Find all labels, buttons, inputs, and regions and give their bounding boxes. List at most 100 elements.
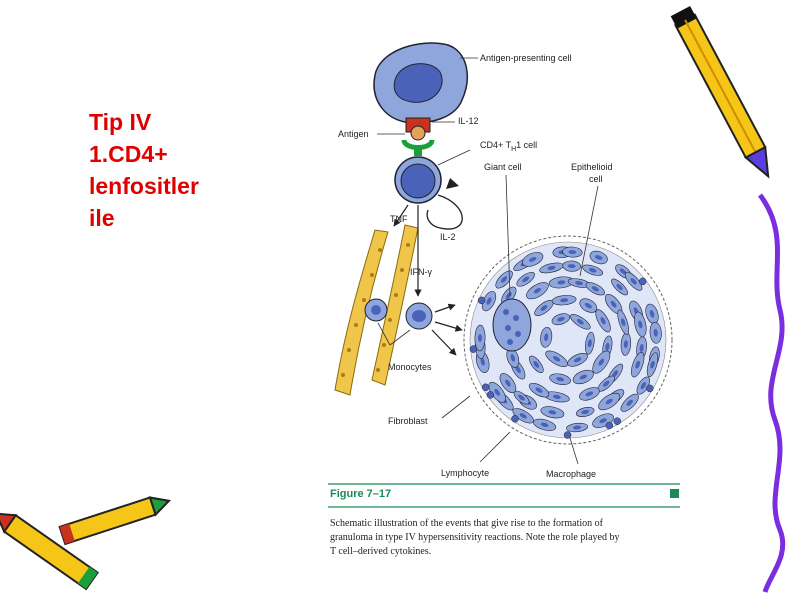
granuloma	[463, 235, 673, 445]
label-antigen: Antigen	[338, 129, 369, 139]
label-ifn: IFN-γ	[410, 267, 432, 277]
cell-nucleus	[635, 360, 641, 369]
lymphocyte	[477, 296, 486, 305]
lymphocyte	[469, 345, 478, 353]
cell-nucleus	[547, 265, 556, 271]
cell-nucleus	[560, 298, 569, 303]
cell-nucleus	[567, 264, 576, 269]
cell-nucleus	[610, 300, 617, 308]
cell-nucleus	[576, 319, 584, 325]
lymphocyte	[563, 431, 572, 439]
cell-nucleus	[480, 357, 485, 366]
lymphocyte	[605, 421, 614, 430]
label-monocytes: Monocytes	[388, 362, 432, 372]
cell-nucleus	[640, 382, 646, 390]
label-macrophage: Macrophage	[546, 469, 596, 479]
cell-nucleus	[587, 339, 592, 348]
slide-title: Tip IV 1.CD4+ lenfositler ile	[89, 106, 289, 234]
wavy-line-decoration	[757, 193, 786, 593]
cell-nucleus	[533, 361, 540, 368]
cell-nucleus	[579, 374, 588, 380]
cell-nucleus	[553, 356, 561, 362]
cell-nucleus	[533, 287, 541, 294]
cell-nucleus	[505, 379, 511, 387]
lymphocyte	[481, 383, 490, 392]
cell-nucleus	[581, 409, 590, 415]
cell-nucleus	[591, 286, 599, 292]
cell-nucleus	[598, 358, 605, 366]
cell-nucleus	[588, 267, 597, 273]
cell-nucleus	[510, 354, 516, 362]
giant-cell	[492, 298, 532, 352]
cell-nucleus	[594, 255, 603, 260]
cell-nucleus	[518, 394, 525, 401]
crayon-icon	[0, 512, 99, 591]
cell-nucleus	[515, 365, 521, 374]
label-lymphocyte: Lymphocyte	[441, 468, 489, 478]
cell-nucleus	[620, 318, 626, 327]
label-cd4-main: CD4+ T	[480, 140, 512, 150]
cell-nucleus	[540, 422, 549, 428]
cell-nucleus	[623, 340, 628, 349]
cell-nucleus	[653, 328, 658, 337]
cell-nucleus	[548, 410, 557, 415]
il2-loop-arrow	[426, 194, 463, 230]
caption-line: T cell–derived cytokines.	[330, 546, 431, 557]
migration-arrow	[431, 329, 457, 356]
cell-nucleus	[528, 256, 537, 262]
cell-nucleus	[605, 342, 610, 351]
il2-arrowhead	[446, 178, 459, 189]
cell-nucleus	[612, 370, 619, 378]
cell-nucleus	[602, 380, 610, 387]
leader-line	[437, 149, 471, 166]
caption-line: granuloma in type IV hypersensitivity re…	[330, 532, 619, 543]
cell-nucleus	[573, 425, 582, 430]
leader-line	[389, 329, 411, 346]
leader-line	[441, 395, 471, 419]
lymphocyte	[638, 277, 647, 286]
label-giant-cell: Giant cell	[484, 162, 522, 172]
label-cd4-sub: H	[511, 146, 516, 153]
cell-nucleus	[616, 283, 623, 291]
cell-nucleus	[584, 302, 592, 309]
label-il12: IL-12	[458, 116, 479, 126]
cell-nucleus	[649, 310, 655, 318]
cell-nucleus	[486, 297, 492, 305]
blood-vessels	[334, 224, 419, 396]
cell-nucleus	[605, 398, 613, 405]
pencil-icon	[670, 5, 770, 179]
label-cd4: CD4+ TH1 cell	[480, 140, 537, 153]
title-line: lenfositler	[89, 173, 199, 199]
cell-nucleus	[557, 280, 566, 285]
label-epithelioid-1: Epithelioid	[571, 162, 613, 172]
cell-nucleus	[500, 276, 508, 283]
lymphocyte	[486, 391, 495, 399]
title-line: Tip IV	[89, 109, 152, 135]
cell-nucleus	[540, 305, 548, 311]
cell-nucleus	[638, 320, 643, 329]
antigen-receptor	[401, 117, 435, 156]
figure-marker	[670, 489, 679, 498]
cell-nucleus	[619, 268, 627, 275]
cell-nucleus	[630, 278, 637, 285]
label-il2: IL-2	[440, 232, 456, 242]
cell-nucleus	[600, 317, 606, 325]
cell-nucleus	[519, 413, 527, 419]
cell-nucleus	[585, 391, 594, 397]
caption-line: Schematic illustration of the events tha…	[330, 518, 604, 529]
migration-arrow	[434, 303, 456, 313]
cell-nucleus	[626, 399, 633, 406]
granuloma-cells	[469, 246, 662, 439]
figure-number: Figure 7–17	[330, 488, 391, 500]
cell-nucleus	[494, 388, 501, 396]
label-epithelioid-2: cell	[589, 174, 603, 184]
cell-nucleus	[477, 334, 483, 342]
cell-nucleus	[650, 360, 655, 369]
cell-nucleus	[573, 357, 582, 363]
crayon-icon	[58, 496, 171, 546]
leader-line	[569, 437, 579, 465]
tnf-arrow	[393, 204, 409, 227]
title-line: 1.CD4+	[89, 141, 168, 167]
label-cd4-suffix: 1 cell	[516, 140, 537, 150]
